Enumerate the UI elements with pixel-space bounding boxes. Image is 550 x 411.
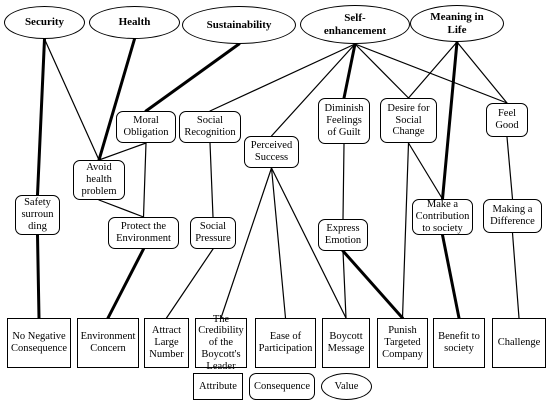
legend-attribute: Attribute [193, 373, 243, 400]
consequence-make-contribution: Make a Contribution to society [412, 199, 473, 235]
consequence-safety-surrounding: Safety surroun ding [15, 195, 60, 235]
link-v_meaning-c_contrib [441, 40, 459, 201]
value-sustainability: Sustainability [182, 6, 296, 44]
link-v_meaning-c_feelgood [456, 41, 508, 104]
consequence-perceived-success: Perceived Success [244, 136, 299, 168]
consequence-moral-obligation: Moral Obligation [116, 111, 176, 143]
consequence-feel-good: Feel Good [486, 103, 528, 137]
link-c_pressure-a_attract [165, 248, 214, 319]
link-c_success-a_ease [270, 167, 287, 319]
consequence-desire-social-change: Desire for Social Change [380, 98, 437, 143]
attribute-punish-targeted-company: Punish Targeted Company [377, 318, 428, 368]
link-v_health-c_avoid [97, 37, 136, 162]
consequence-social-pressure: Social Pressure [190, 217, 236, 249]
link-c_desire-c_contrib [407, 142, 444, 200]
link-c_moral-c_protect [142, 142, 147, 218]
attribute-no-negative-consequence: No Negative Consequence [7, 318, 71, 368]
link-v_selfenh-c_desire [354, 43, 410, 99]
link-v_selfenh-c_feelgood [354, 43, 508, 104]
consequence-making-difference: Making a Difference [483, 199, 542, 233]
link-c_feelgood-c_difference [506, 136, 514, 200]
link-c_moral-c_avoid [98, 142, 147, 161]
value-security: Security [4, 6, 85, 39]
link-v_security-c_safety [36, 37, 46, 197]
value-meaning-in-life: Meaning in Life [410, 5, 504, 42]
consequence-social-recognition: Social Recognition [179, 111, 241, 143]
consequence-diminish-guilt: Diminish Feelings of Guilt [318, 98, 370, 144]
value-health: Health [89, 6, 180, 39]
link-c_success-a_cred [220, 167, 273, 319]
link-c_express-a_msg [342, 250, 347, 319]
link-v_sustainability-c_moral [144, 42, 241, 113]
link-c_socrec-c_pressure [209, 142, 214, 218]
attribute-boycott-message: Boycott Message [322, 318, 370, 368]
attribute-attract-large-number: Attract Large Number [144, 318, 189, 368]
attribute-credibility-of-leader: The Credibility of the Boycott's Leader [195, 314, 247, 372]
link-c_express-a_punish [341, 249, 404, 320]
link-c_avoid-c_protect [98, 199, 145, 218]
link-c_success-a_msg [270, 167, 347, 319]
link-c_protect-a_env [106, 247, 145, 320]
link-v_selfenh-c_guilt [342, 42, 357, 100]
link-c_contrib-a_benefit [441, 233, 461, 320]
attribute-challenge: Challenge [492, 318, 546, 368]
link-v_selfenh-c_success [270, 43, 356, 137]
link-c_difference-a_challenge [511, 232, 520, 319]
link-v_security-c_avoid [43, 38, 100, 161]
legend-consequence: Consequence [249, 373, 315, 400]
legend-value: Value [321, 373, 372, 400]
consequence-express-emotion: Express Emotion [318, 219, 368, 251]
link-v_meaning-c_desire [407, 41, 458, 99]
consequence-avoid-health-problem: Avoid health problem [73, 160, 125, 200]
consequence-protect-environment: Protect the Environment [108, 217, 179, 249]
link-c_safety-a_noneg [36, 233, 41, 320]
value-self-enhancement: Self- enhancement [300, 5, 410, 44]
attribute-ease-of-participation: Ease of Participation [255, 318, 316, 368]
link-c_desire-a_punish [401, 142, 410, 319]
link-c_guilt-c_express [342, 143, 345, 220]
attribute-benefit-to-society: Benefit to society [433, 318, 485, 368]
attribute-environment-concern: Environment Concern [77, 318, 139, 368]
link-v_selfenh-c_socrec [209, 43, 356, 112]
